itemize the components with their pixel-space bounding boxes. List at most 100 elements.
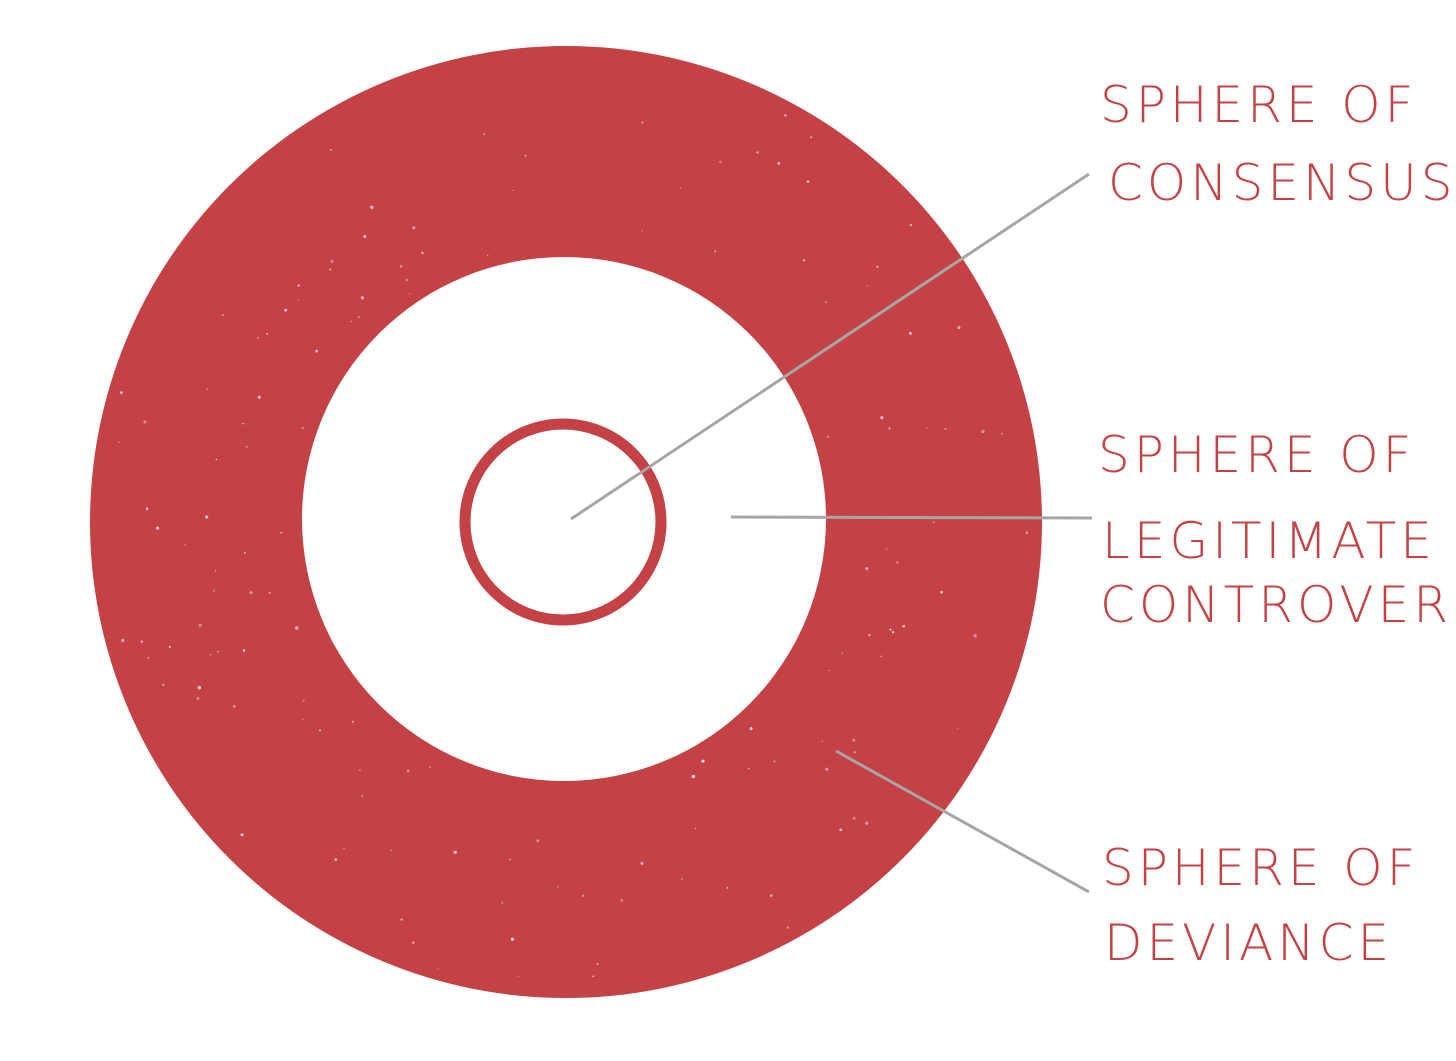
speckle-dot	[957, 326, 961, 329]
speckle-dot	[217, 651, 219, 653]
speckle-dot	[703, 767, 705, 769]
legitimate-controversy-label-line1: SPHERE OF	[1098, 426, 1415, 484]
speckle-dot	[168, 645, 171, 648]
speckle-dot	[1001, 432, 1003, 435]
speckle-dot	[361, 795, 363, 797]
ring-speckle-texture	[118, 113, 1029, 978]
speckle-dot	[956, 727, 959, 729]
speckle-dot	[280, 531, 283, 534]
speckle-dot	[351, 720, 354, 723]
speckle-dot	[826, 435, 829, 438]
speckle-dot	[315, 349, 319, 353]
speckle-dot	[786, 926, 789, 929]
speckle-dot	[266, 332, 269, 335]
speckle-dot	[773, 760, 776, 763]
speckle-dot	[297, 284, 300, 287]
speckle-dot	[350, 320, 352, 323]
legitimate-controversy-leader-line	[730, 515, 1093, 520]
speckle-dot	[902, 624, 905, 628]
speckle-dot	[891, 631, 895, 634]
speckle-dot	[145, 507, 149, 510]
speckle-dot	[524, 154, 527, 157]
speckle-dot	[297, 299, 299, 301]
speckle-dot	[156, 526, 159, 530]
speckle-dot	[360, 296, 364, 300]
consensus-leader-line	[570, 172, 1090, 521]
speckle-dot	[769, 894, 773, 897]
speckle-dot	[405, 278, 409, 282]
speckle-dot	[777, 162, 781, 165]
speckle-dot	[620, 899, 624, 902]
speckle-dot	[284, 308, 288, 312]
speckle-dot	[888, 427, 891, 430]
speckle-dot	[802, 259, 806, 262]
speckle-dot	[889, 628, 892, 631]
deviance-label-line1: SPHERE OF	[1102, 839, 1419, 897]
speckle-dot	[853, 751, 856, 754]
speckle-dot	[268, 591, 271, 594]
speckle-dot	[896, 561, 899, 564]
speckle-dot	[243, 551, 246, 554]
speckle-dot	[184, 544, 186, 546]
speckle-dot	[249, 591, 253, 595]
speckle-dot	[357, 316, 360, 319]
speckle-dot	[330, 148, 332, 151]
speckle-dot	[517, 975, 519, 977]
speckle-dot	[212, 589, 215, 592]
speckle-dot	[359, 769, 361, 772]
speckle-dot	[581, 894, 585, 898]
speckle-dot	[334, 858, 337, 861]
speckle-dot	[147, 656, 150, 659]
speckle-dot	[363, 234, 367, 238]
consensus-label-line1: SPHERE OF	[1100, 76, 1417, 134]
consensus-label: SPHERE OF CONSENSUS	[1100, 76, 1456, 212]
speckle-dot	[726, 887, 729, 889]
speckle-dot	[215, 458, 218, 461]
legitimate-controversy-label: SPHERE OF LEGITIMATE CONTROVERSY	[1098, 426, 1456, 634]
speckle-dot	[330, 259, 334, 263]
speckle-dot	[295, 626, 299, 630]
speckle-dot	[390, 849, 392, 852]
speckle-dot	[118, 441, 120, 443]
speckle-dot	[240, 833, 244, 837]
speckle-dot	[866, 284, 869, 287]
speckle-dot	[828, 669, 831, 672]
speckle-dot	[536, 839, 540, 843]
speckle-dot	[839, 828, 842, 832]
consensus-label-line2: CONSENSUS	[1108, 154, 1456, 212]
speckle-dot	[876, 265, 879, 268]
speckle-dot	[221, 313, 225, 317]
speckle-dot	[680, 878, 683, 880]
speckle-dot	[806, 180, 810, 183]
speckle-dot	[429, 766, 431, 768]
speckle-dot	[510, 937, 514, 941]
speckle-dot	[421, 251, 424, 255]
speckle-dot	[841, 652, 843, 654]
speckle-dot	[453, 850, 457, 854]
legitimate-controversy-label-line3: CONTROVERSY	[1100, 576, 1456, 634]
speckle-dot	[501, 902, 504, 904]
speckle-dot	[319, 729, 321, 732]
sphere-of-consensus-ring	[459, 418, 667, 626]
speckle-dot	[437, 968, 439, 970]
speckle-dot	[691, 774, 695, 779]
speckle-dot	[680, 187, 682, 189]
speckle-dot	[557, 886, 559, 888]
speckle-dot	[825, 301, 827, 304]
speckle-dot	[868, 633, 871, 637]
speckle-dot	[242, 422, 244, 425]
speckle-dot	[944, 427, 947, 430]
legitimate-controversy-label-line2: LEGITIMATE	[1102, 512, 1436, 570]
speckle-dot	[825, 767, 829, 771]
speckle-dot	[885, 548, 888, 550]
speckle-dot	[140, 640, 144, 643]
speckle-dot	[486, 254, 489, 257]
speckle-dot	[747, 767, 750, 770]
speckle-dot	[196, 697, 200, 700]
speckle-dot	[343, 847, 345, 850]
speckle-dot	[641, 121, 644, 124]
speckle-dot	[209, 654, 212, 656]
speckle-dot	[821, 740, 824, 743]
speckle-dot	[370, 205, 374, 209]
speckle-dot	[908, 331, 912, 335]
